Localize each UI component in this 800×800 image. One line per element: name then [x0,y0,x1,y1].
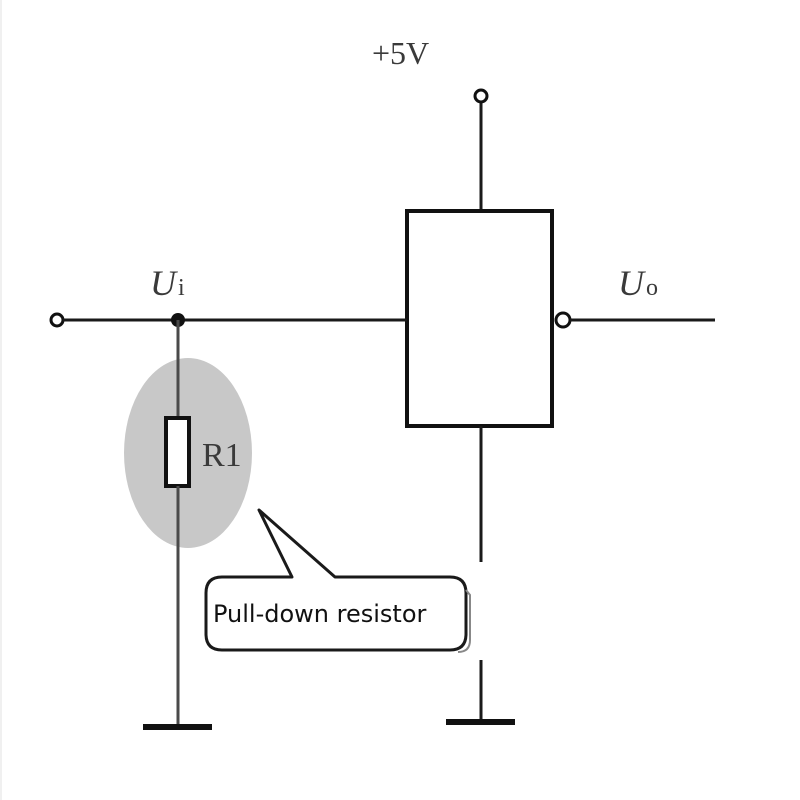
output-label: Uo [618,263,658,303]
resistor-r1 [164,416,191,488]
resistor-label: R1 [202,437,242,474]
callout-shadow [457,589,471,653]
image-left-border [0,0,2,800]
input-label: Ui [150,263,185,303]
inverter-bubble [554,311,572,329]
supply-terminal [473,88,489,104]
input-terminal [49,312,65,328]
supply-label: +5V [372,35,429,71]
callout-text: Pull-down resistor [213,600,427,628]
callout-bubble [204,508,468,652]
logic-gate-box [405,209,554,428]
